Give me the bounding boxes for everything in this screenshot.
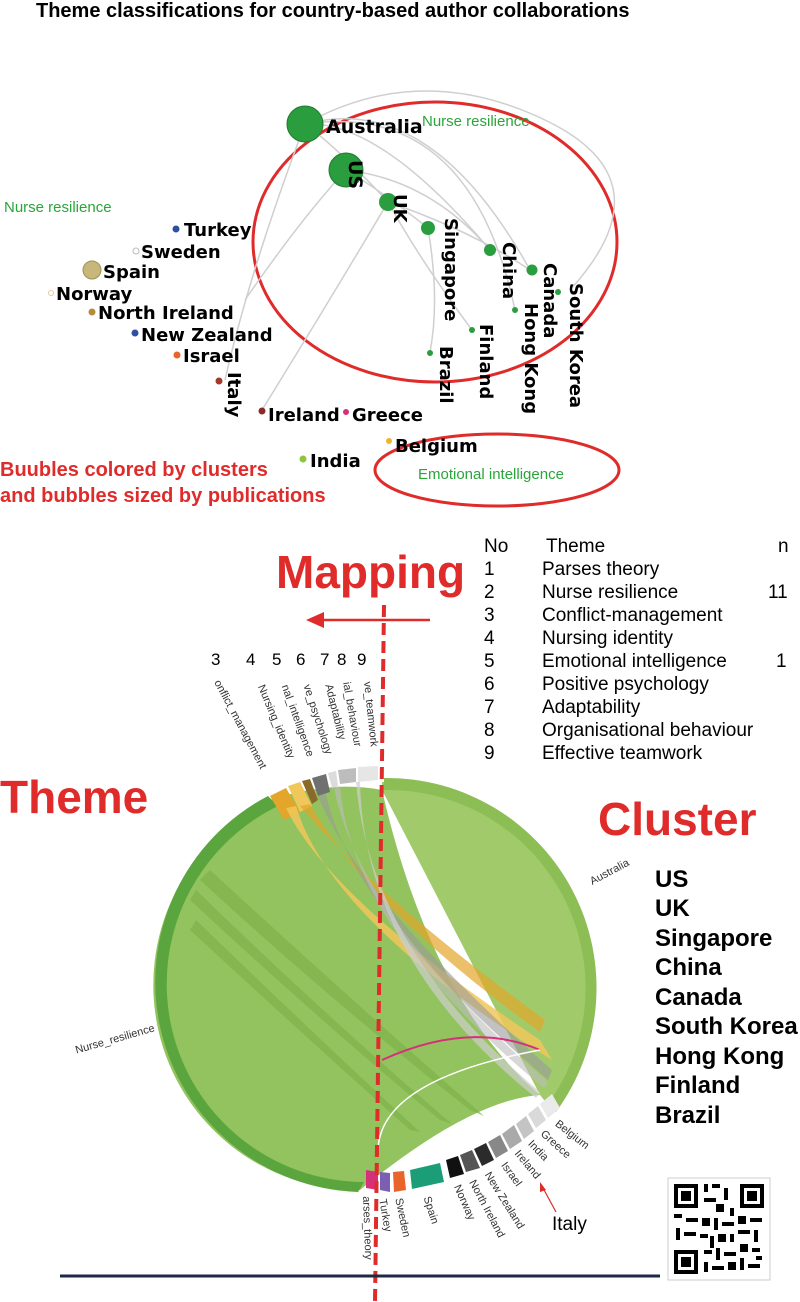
table-header-no: No [484,536,509,557]
table-row-theme: Parses theory [542,559,660,580]
table-row-no: 2 [484,582,495,603]
theme-number: 4 [246,650,256,669]
theme-number: 8 [337,650,347,669]
cluster-list-item: China [655,954,722,981]
node-new-zealand [131,329,139,337]
node-australia [286,105,324,143]
collaboration-links [224,90,616,411]
node-sweden [132,247,140,255]
node-brazil [427,350,433,356]
table-header-theme: Theme [546,536,606,557]
node-finland [469,327,475,333]
cluster-heading: Cluster [598,793,757,845]
theme-number: 5 [272,650,282,669]
label-north-ireland: North Ireland [98,303,234,324]
theme-number: 7 [320,650,330,669]
table-row-theme: Emotional intelligence [542,651,727,672]
node-south-korea [555,289,561,295]
node-belgium [386,438,392,444]
table-row-theme: Conflict-management [542,605,723,626]
theme-number: 6 [296,650,306,669]
cluster-list-item: Brazil [655,1102,721,1129]
node-norway [48,290,54,296]
table-row-n: 1 [776,651,787,672]
node-turkey [172,225,180,233]
table-row-n: 11 [768,582,788,603]
node-canada [526,264,538,276]
label-india: India [310,451,361,472]
node-ireland [258,407,266,415]
table-row-theme: Nurse resilience [542,582,679,603]
emotional-intelligence-cluster-ellipse [373,432,621,508]
theme-heading: Theme [0,771,149,823]
cluster-list-item: US [655,866,689,893]
label-ireland: Ireland [268,405,340,426]
cluster-list-item: South Korea [655,1013,798,1040]
cluster-list-item: UK [655,895,690,922]
table-header-n: n [778,536,789,557]
nurse-resilience-left-label: Nurse resilience [4,199,112,216]
note-line-1: Buubles colored by clusters [0,459,268,481]
table-row-no: 4 [484,628,495,649]
table-row-theme: Organisational behaviour [542,720,754,741]
node-hong-kong [512,307,518,313]
table-row-no: 3 [484,605,495,626]
table-row-no: 5 [484,651,495,672]
table-row-theme: Adaptability [542,697,641,718]
table-row-no: 8 [484,720,495,741]
node-india [299,455,307,463]
label-israel: Israel [183,346,240,367]
label-norway: Norway [56,284,133,305]
italy-callout-label: Italy [552,1214,587,1235]
node-greece [343,409,349,415]
table-row-no: 7 [484,697,495,718]
label-australia: Australia [326,116,423,138]
cluster-list-item: Canada [655,984,742,1011]
node-italy [215,377,223,385]
cluster-list-item: Singapore [655,925,773,952]
theme-number: 3 [211,650,221,669]
table-row-no: 1 [484,559,495,580]
mapping-label: Mapping [276,546,466,598]
label-greece: Greece [352,405,423,426]
node-israel [173,351,181,359]
node-china [484,244,496,256]
label-new-zealand: New Zealand [141,325,273,346]
node-spain [82,260,102,280]
label-turkey: Turkey [184,220,252,241]
cluster-list-item: Hong Kong [655,1043,785,1070]
label-belgium: Belgium [395,436,478,457]
nurse-resilience-cluster-ellipse [251,100,619,384]
label-spain: Spain [103,262,160,283]
label-sweden: Sweden [141,242,221,263]
emotional-intelligence-cluster-label: Emotional intelligence [418,466,564,483]
table-row-theme: Positive psychology [542,674,709,695]
table-row-theme: Effective teamwork [542,743,703,764]
nurse-resilience-cluster-label: Nurse resilience [422,113,530,130]
note-line-2: and bubbles sized by publications [0,485,326,507]
table-row-theme: Nursing identity [542,628,673,649]
node-uk [379,193,397,211]
table-row-no: 9 [484,743,495,764]
theme-number: 9 [357,650,367,669]
cluster-list-item: Finland [655,1072,741,1099]
node-us [328,152,364,188]
node-north-ireland [88,308,96,316]
node-singapore [421,221,435,235]
figure-title: Theme classifications for country-based … [36,0,630,22]
table-row-no: 6 [484,674,495,695]
